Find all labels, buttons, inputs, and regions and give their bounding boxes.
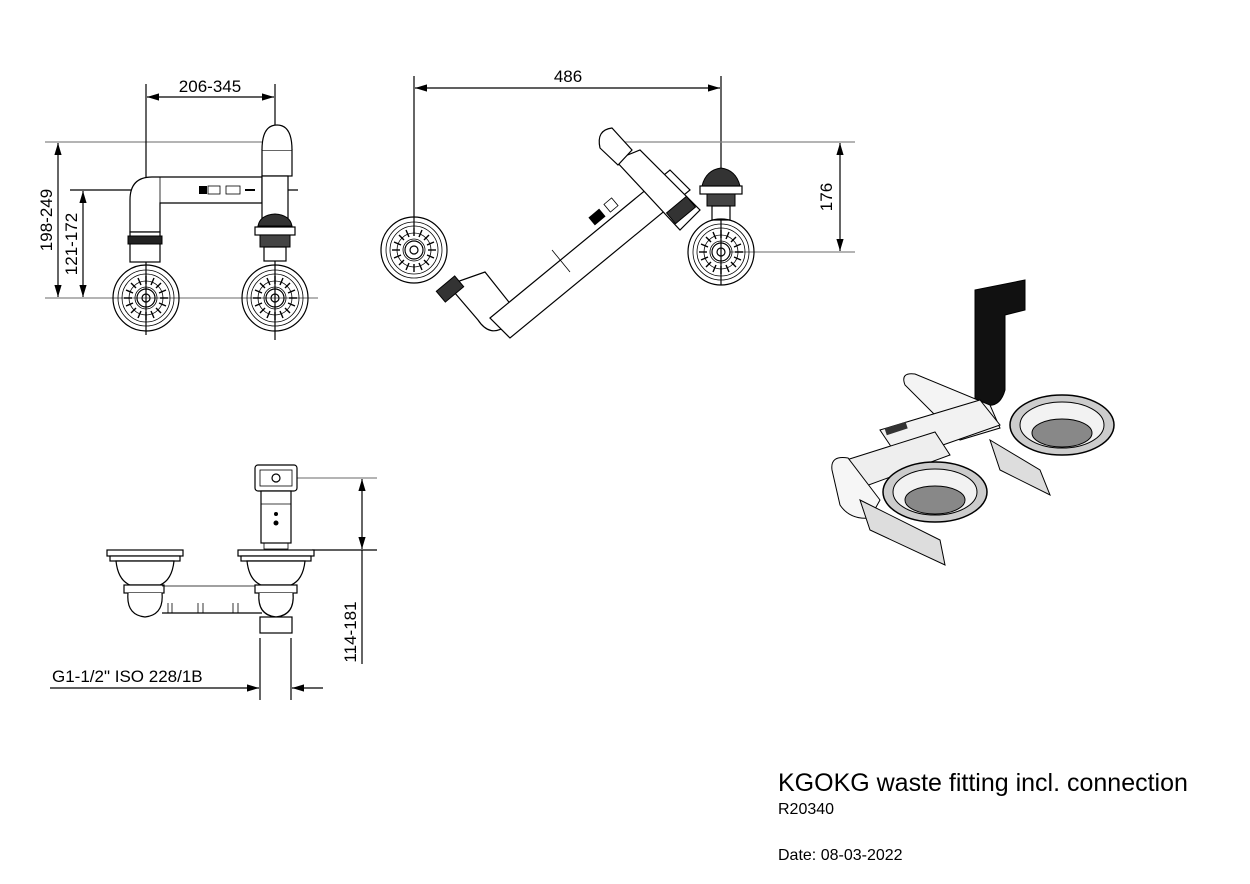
isometric-view bbox=[831, 279, 1115, 566]
dim-height-label: 114-181 bbox=[341, 601, 360, 662]
drawing-title: KGOKG waste fitting incl. connection bbox=[778, 769, 1188, 797]
dim-height-total-label: 198-249 bbox=[37, 189, 56, 251]
front-view: 206-345 198-249 121-172 bbox=[37, 77, 318, 340]
horizontal-pipe bbox=[129, 176, 263, 233]
overflow-bend bbox=[598, 127, 633, 166]
overflow-head bbox=[254, 464, 298, 492]
dim-depth-label: 176 bbox=[817, 183, 836, 211]
drawing-date: Date: 08-03-2022 bbox=[778, 847, 903, 864]
overflow-tube bbox=[260, 490, 292, 544]
outlet-connector bbox=[259, 616, 293, 634]
top-view: 486 176 bbox=[380, 67, 855, 339]
dim-height-pipe-label: 121-172 bbox=[62, 213, 81, 275]
diagonal-pipe bbox=[489, 169, 691, 339]
side-view: 114-181 G1-1/2" ISO 228/1B bbox=[50, 464, 377, 700]
right-nut bbox=[665, 195, 697, 225]
right-basket bbox=[237, 549, 315, 618]
left-nut bbox=[435, 275, 465, 303]
left-basket bbox=[106, 549, 184, 618]
dim-width-label: 486 bbox=[554, 67, 582, 86]
dim-width-label: 206-345 bbox=[179, 77, 241, 96]
right-nut bbox=[259, 234, 291, 248]
article-number: R20340 bbox=[778, 801, 835, 818]
left-nut bbox=[127, 235, 163, 245]
thread-spec-label: G1-1/2" ISO 228/1B bbox=[52, 667, 203, 686]
title-block: KGOKG waste fitting incl. connection R20… bbox=[778, 768, 1188, 866]
overflow-bend bbox=[261, 124, 293, 151]
overflow-connector bbox=[974, 279, 1026, 406]
